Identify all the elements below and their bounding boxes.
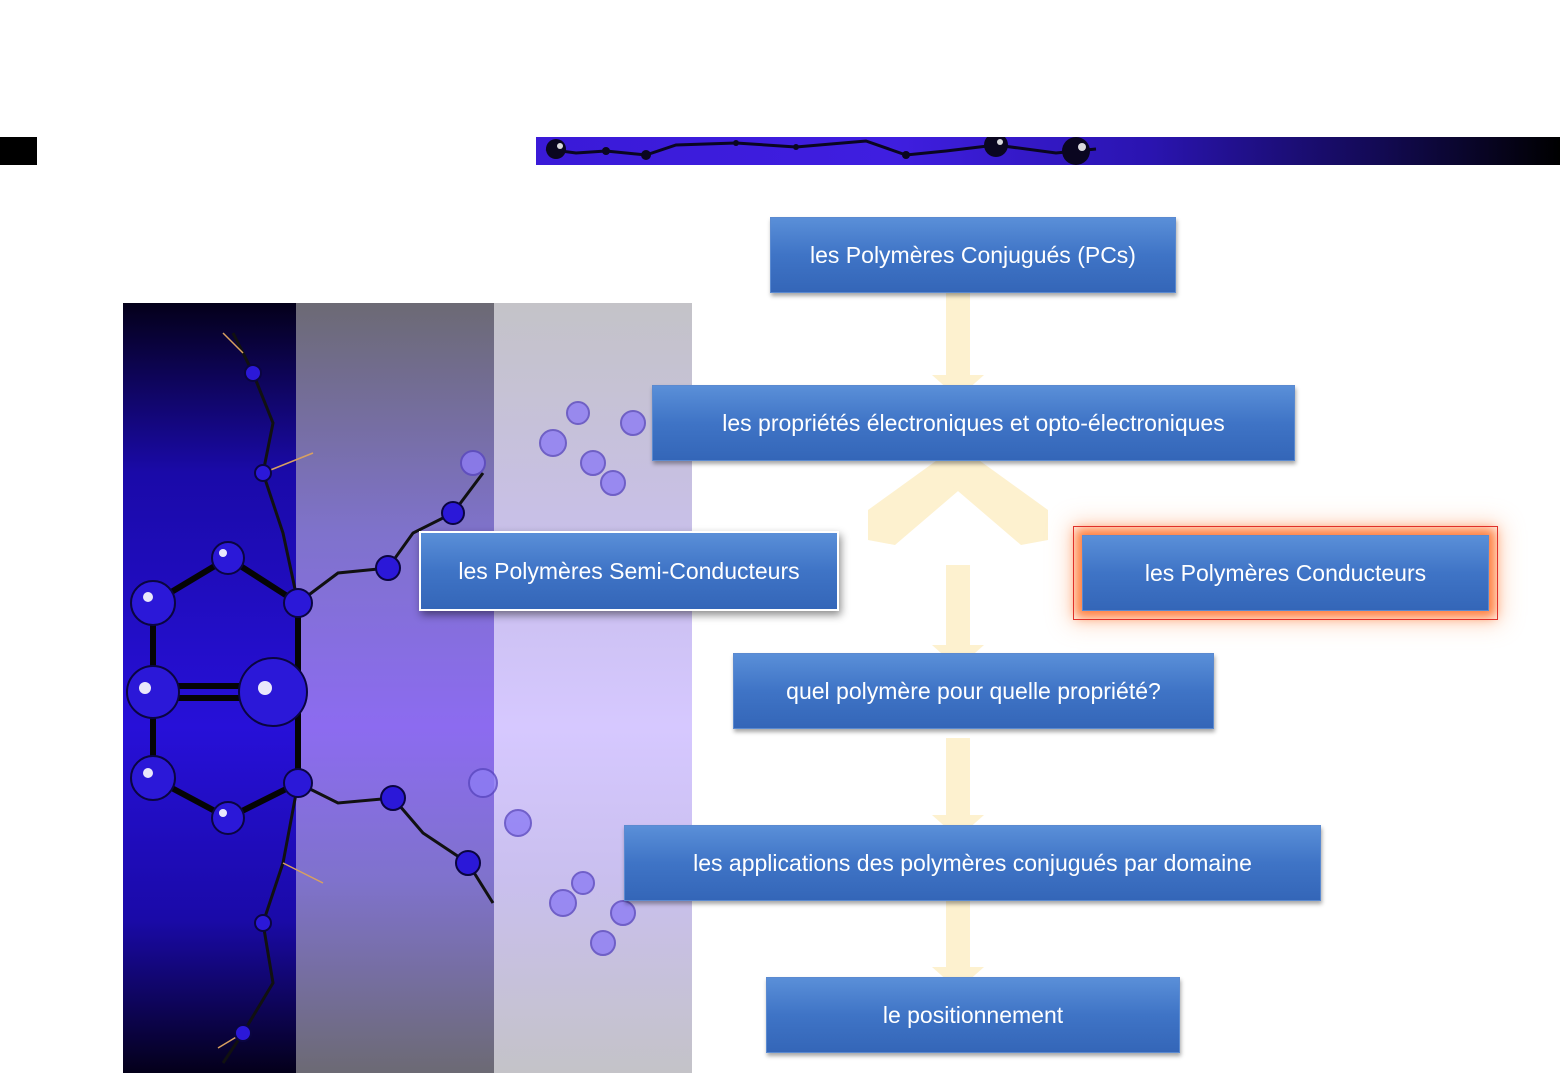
- header-black-tab: [0, 137, 37, 165]
- header-molecule-banner: [536, 137, 1560, 165]
- node-label: les Polymères Conjugués (PCs): [810, 242, 1136, 269]
- arrow-apps-to-position: [932, 890, 984, 990]
- polymer-molecule-image: [123, 303, 692, 1073]
- node-label: les propriétés électroniques et opto-éle…: [722, 410, 1224, 437]
- arrow-pcs-to-props: [932, 292, 984, 398]
- node-positioning: le positionnement: [766, 977, 1180, 1053]
- node-semiconducting-polymers: les Polymères Semi-Conducteurs: [419, 531, 839, 611]
- node-electronic-properties: les propriétés électroniques et opto-éle…: [652, 385, 1295, 461]
- node-label: les Polymères Semi-Conducteurs: [458, 558, 799, 585]
- node-label: quel polymère pour quelle propriété?: [786, 678, 1161, 705]
- node-polymer-choice-question: quel polymère pour quelle propriété?: [733, 653, 1214, 729]
- node-label: les applications des polymères conjugués…: [693, 850, 1252, 877]
- node-conducting-polymers: les Polymères Conducteurs: [1082, 535, 1489, 611]
- banner-molecule-image: [536, 137, 1560, 165]
- node-applications-by-domain: les applications des polymères conjugués…: [624, 825, 1321, 901]
- node-conjugated-polymers: les Polymères Conjugués (PCs): [770, 217, 1176, 293]
- node-label: le positionnement: [883, 1002, 1063, 1029]
- node-label: les Polymères Conducteurs: [1145, 560, 1426, 587]
- molecule-illustration-panel: [123, 303, 692, 1073]
- arrow-choice-to-apps: [932, 738, 984, 838]
